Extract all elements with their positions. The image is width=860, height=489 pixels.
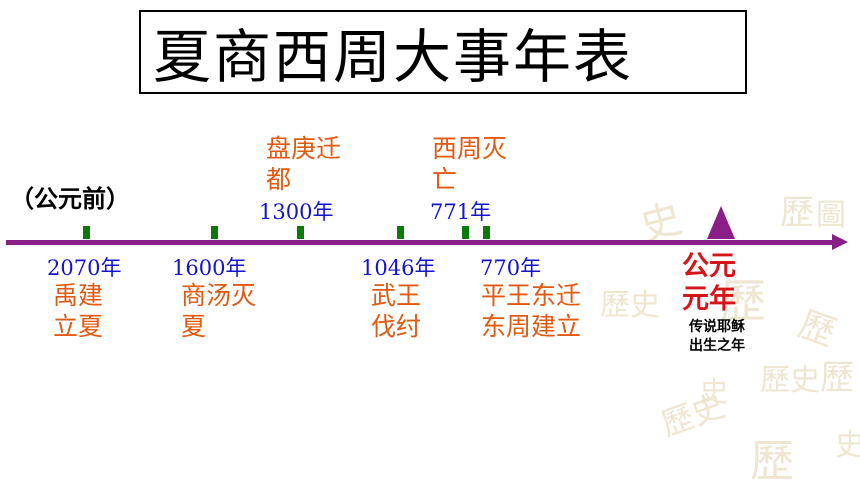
tick-771 [462, 226, 469, 239]
tick-1600 [211, 226, 218, 239]
epoch-note: 传说耶稣出生之年 [689, 319, 745, 354]
tick-1300 [297, 226, 304, 239]
event-label: 商汤灭夏 [181, 281, 257, 341]
event-label: 盘庚迁都 [266, 134, 342, 194]
epoch-label: 公元元年 [682, 251, 736, 315]
event-label: 平王东迁东周建立 [481, 281, 582, 341]
event-label: 西周灭亡 [432, 134, 508, 194]
year-label: 2070年 [47, 256, 122, 280]
year-label: 771年 [430, 200, 492, 224]
event-label: 武王伐纣 [371, 281, 422, 341]
event-label: 禹建立夏 [53, 281, 104, 341]
year-label: 1300年 [259, 200, 334, 224]
era-label: （公元前） [10, 185, 130, 213]
year-label: 1046年 [361, 256, 436, 280]
epoch-marker [707, 206, 735, 239]
year-label: 1600年 [172, 256, 247, 280]
timeline-arrowhead [832, 234, 848, 250]
tick-2070 [83, 226, 90, 239]
tick-1046 [397, 226, 404, 239]
tick-770 [483, 226, 490, 239]
year-label: 770年 [480, 256, 542, 280]
timeline-axis [6, 240, 836, 245]
page-title: 夏商西周大事年表 [139, 10, 747, 94]
